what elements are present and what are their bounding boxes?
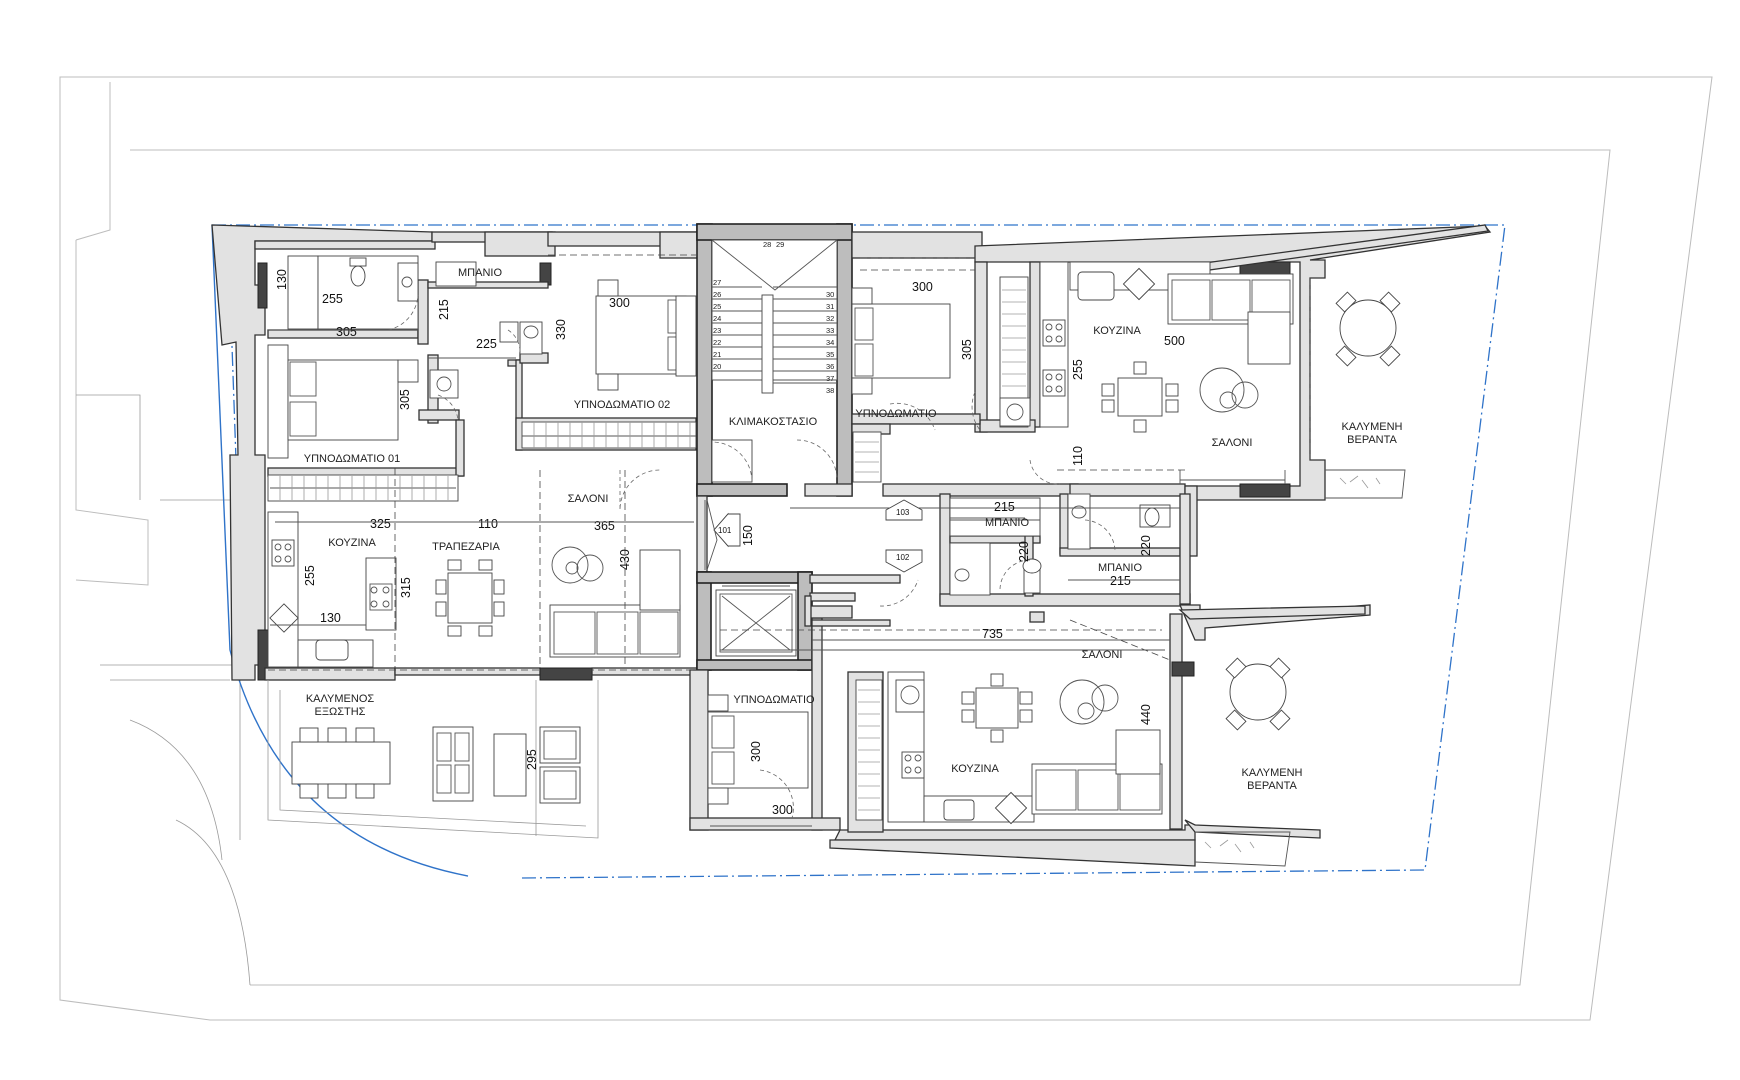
room-label-bedroom-01: ΥΠΝΟΔΩΜΑΤΙΟ 01	[304, 453, 400, 465]
stair-numbers: 28 29 27 26 25 24 23 22 21 20 30 31 32 3…	[713, 240, 834, 395]
stair-29: 29	[776, 240, 784, 249]
room-label-bedroom-top-right: ΥΠΝΟΔΩΜΑΤΙΟ	[855, 408, 937, 420]
dim-305b: 305	[398, 389, 412, 410]
stair-30: 30	[826, 290, 834, 299]
room-label-bathroom-top: ΜΠΑΝΙΟ	[458, 267, 502, 279]
direction-tags: 101 103 102	[713, 499, 923, 573]
room-label-kitchen-top-right: ΚΟΥΖΙΝΑ	[1093, 325, 1141, 337]
dim-110b: 110	[478, 517, 498, 531]
stair-38: 38	[826, 386, 834, 395]
dim-255b: 255	[1071, 359, 1085, 380]
room-label-bathroom-mid2: ΜΠΑΝΙΟ	[1098, 562, 1142, 574]
stair-32: 32	[826, 314, 834, 323]
tag-103: 103	[896, 508, 910, 517]
dim-215b: 215	[994, 500, 1015, 514]
dim-500: 500	[1164, 334, 1185, 348]
stair-26: 26	[713, 290, 721, 299]
room-label-kitchen-bottom: ΚΟΥΖΙΝΑ	[951, 763, 999, 775]
dim-315: 315	[399, 577, 413, 598]
stair-27: 27	[713, 278, 721, 287]
dim-330: 330	[554, 319, 568, 340]
dim-300d: 300	[772, 803, 793, 817]
stairwell	[704, 239, 838, 657]
room-label-living-bottom-right: ΣΑΛΟΝΙ	[1082, 649, 1123, 661]
dim-325: 325	[370, 517, 391, 531]
outdoor-line1: ΚΑΛΥΜΕΝΟΣ	[306, 693, 375, 705]
room-label-stairwell: ΚΛΙΜΑΚΟΣΤΑΣΙΟ	[729, 416, 818, 428]
room-label-living-top-right: ΣΑΛΟΝΙ	[1212, 437, 1253, 449]
stair-22: 22	[713, 338, 721, 347]
dim-130a: 130	[275, 269, 289, 290]
dim-735: 735	[982, 627, 1003, 641]
stair-31: 31	[826, 302, 834, 311]
stair-37: 37	[826, 374, 834, 383]
dimension-lines	[268, 329, 1180, 827]
dim-305c: 305	[960, 339, 974, 360]
dim-300c: 300	[749, 741, 763, 762]
dim-215a: 215	[437, 299, 451, 320]
room-label-dining: ΤΡΑΠΕΖΑΡΙΑ	[432, 541, 500, 553]
dim-150: 150	[741, 525, 755, 546]
site-boundary	[59, 76, 1713, 1021]
stair-33: 33	[826, 326, 834, 335]
veranda-bottom-line1: ΚΑΛΥΜΕΝΗ	[1242, 767, 1303, 779]
dim-300b: 300	[912, 280, 933, 294]
stair-24: 24	[713, 314, 721, 323]
stair-20: 20	[713, 362, 721, 371]
dim-430: 430	[618, 549, 632, 570]
stair-28: 28	[763, 240, 771, 249]
dim-220a: 220	[1017, 541, 1031, 562]
reference-lines	[268, 254, 1311, 671]
veranda-bottom-line2: ΒΕΡΑΝΤΑ	[1247, 780, 1297, 792]
room-label-bedroom-bottom: ΥΠΝΟΔΩΜΑΤΙΟ	[733, 694, 815, 706]
tag-102: 102	[896, 553, 910, 562]
stair-25: 25	[713, 302, 721, 311]
dimensions: 130 255 305 215 225 330 300 305 300 305 …	[275, 269, 1185, 817]
tag-101: 101	[718, 526, 732, 535]
stair-23: 23	[713, 326, 721, 335]
room-label-kitchen-left: ΚΟΥΖΙΝΑ	[328, 537, 376, 549]
dim-365: 365	[594, 519, 615, 533]
dim-255c: 255	[303, 565, 317, 586]
furniture-left	[267, 255, 697, 839]
dim-225: 225	[476, 337, 497, 351]
dim-110a: 110	[1071, 446, 1085, 466]
veranda-top-line2: ΒΕΡΑΝΤΑ	[1347, 434, 1397, 446]
room-labels: ΜΠΑΝΙΟ ΥΠΝΟΔΩΜΑΤΙΟ 01 ΥΠΝΟΔΩΜΑΤΙΟ 02 ΚΟΥ…	[304, 267, 1403, 792]
veranda-top-line1: ΚΑΛΥΜΕΝΗ	[1342, 421, 1403, 433]
dim-215c: 215	[1110, 574, 1131, 588]
dim-130b: 130	[320, 611, 341, 625]
stair-35: 35	[826, 350, 834, 359]
dim-440: 440	[1139, 704, 1153, 725]
room-label-bedroom-02: ΥΠΝΟΔΩΜΑΤΙΟ 02	[574, 399, 670, 411]
stair-21: 21	[713, 350, 721, 359]
outdoor-line2: ΕΞΩΣΤΗΣ	[315, 706, 366, 718]
dim-295: 295	[525, 749, 539, 770]
dim-255a: 255	[322, 292, 343, 306]
stair-36: 36	[826, 362, 834, 371]
dim-220b: 220	[1139, 535, 1153, 556]
furniture-right-bottom	[707, 657, 1291, 867]
door-swings	[387, 294, 1116, 819]
furniture-right-top	[851, 261, 1406, 499]
room-label-living-left: ΣΑΛΟΝΙ	[568, 493, 609, 505]
stair-34: 34	[826, 338, 834, 347]
dim-300a: 300	[609, 296, 630, 310]
dim-305a: 305	[336, 325, 357, 339]
room-label-bathroom-mid: ΜΠΑΝΙΟ	[985, 517, 1029, 529]
